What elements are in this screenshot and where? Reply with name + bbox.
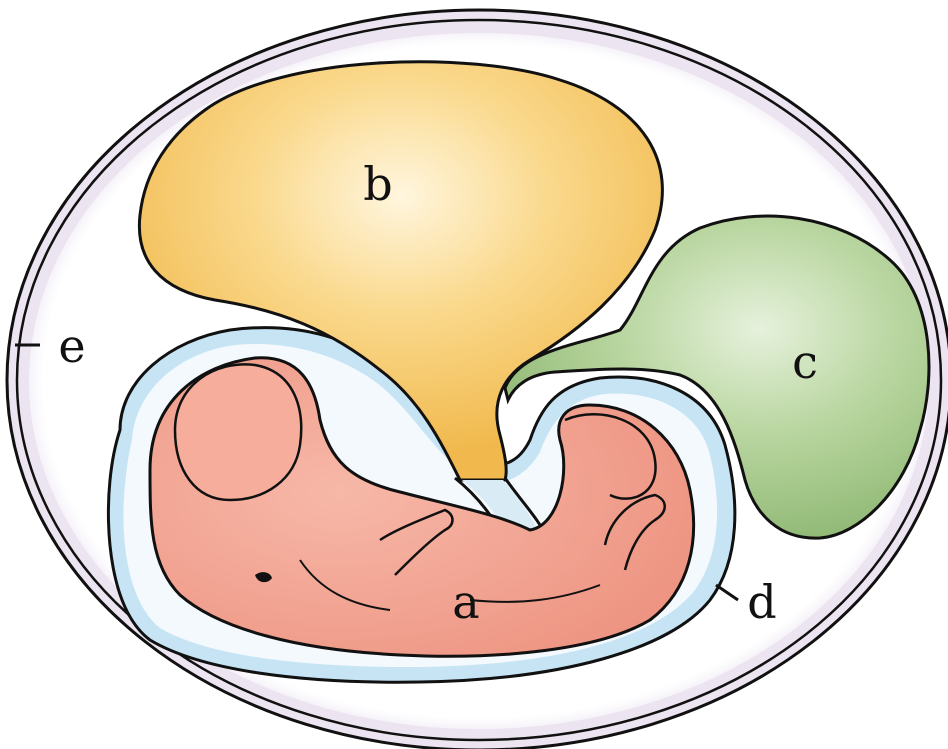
label-d: d (747, 575, 776, 629)
label-c: c (792, 335, 818, 389)
label-b: b (363, 157, 392, 211)
embryo-head (175, 364, 301, 500)
label-a: a (452, 575, 479, 629)
label-e: e (58, 319, 85, 373)
